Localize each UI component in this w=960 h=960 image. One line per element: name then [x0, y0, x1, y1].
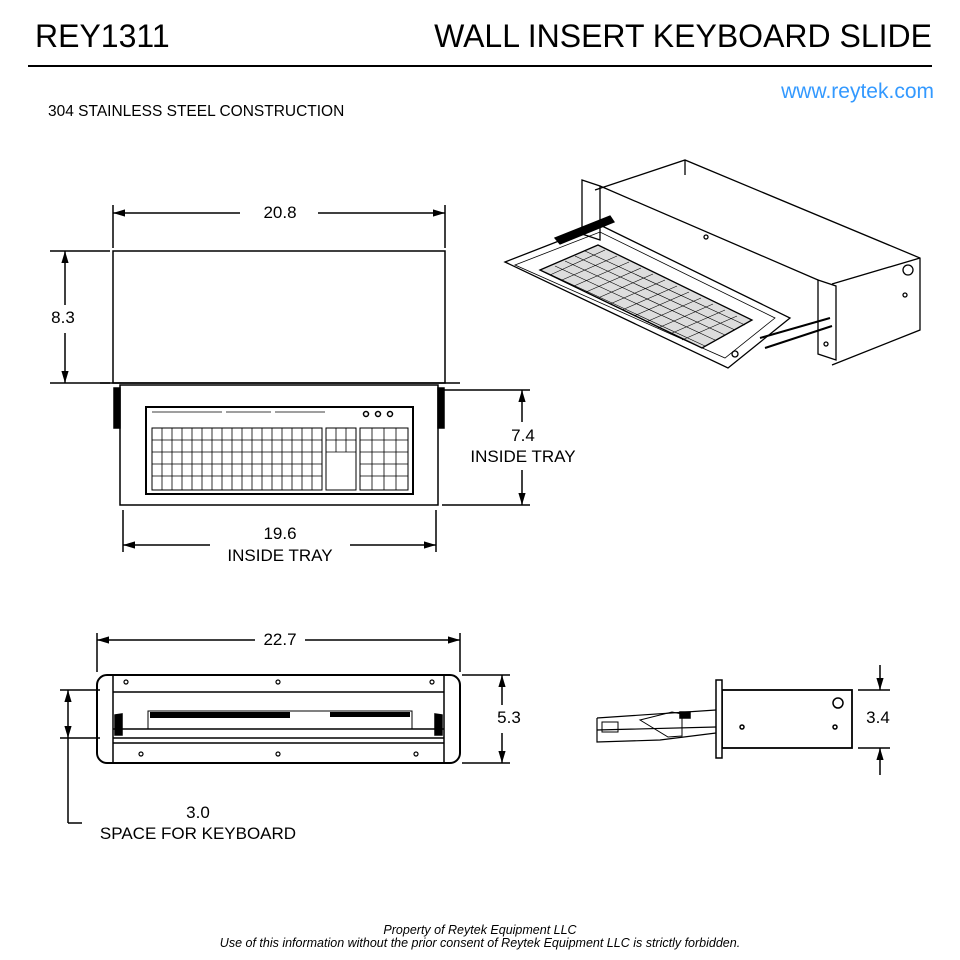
keyboard-space-label: SPACE FOR KEYBOARD	[99, 824, 297, 843]
front-view	[50, 205, 530, 552]
side-height-dimension: 3.4	[866, 708, 890, 727]
isometric-view	[503, 159, 921, 369]
tray-depth-label: INSIDE TRAY	[470, 447, 576, 466]
keyboard-tray-isometric	[503, 215, 833, 369]
front-height-dimension: 8.3	[51, 308, 75, 327]
bottom-width-dimension: 22.7	[263, 630, 297, 649]
website-link[interactable]: www.reytek.com	[781, 80, 934, 103]
page-title: WALL INSERT KEYBOARD SLIDE	[434, 18, 932, 54]
tray-width-dimension: 19.6	[263, 524, 297, 543]
tray-depth-dimension: 7.4	[511, 426, 535, 445]
header-divider	[28, 65, 932, 67]
bottom-view	[60, 633, 510, 824]
bottom-height-dimension: 5.3	[497, 708, 521, 727]
keyboard-space-dimension: 3.0	[186, 803, 210, 822]
construction-note: 304 STAINLESS STEEL CONSTRUCTION	[48, 103, 345, 120]
model-number: REY1311	[35, 18, 170, 54]
side-view	[596, 665, 890, 775]
keyboard-front	[145, 406, 414, 495]
footer-usage-line: Use of this information without the prio…	[219, 936, 741, 950]
front-width-dimension: 20.8	[263, 203, 297, 222]
tray-width-label: INSIDE TRAY	[227, 546, 333, 565]
footer-property-line: Property of Reytek Equipment LLC	[383, 923, 577, 937]
footer-notice: Property of Reytek Equipment LLC Use of …	[0, 924, 960, 950]
